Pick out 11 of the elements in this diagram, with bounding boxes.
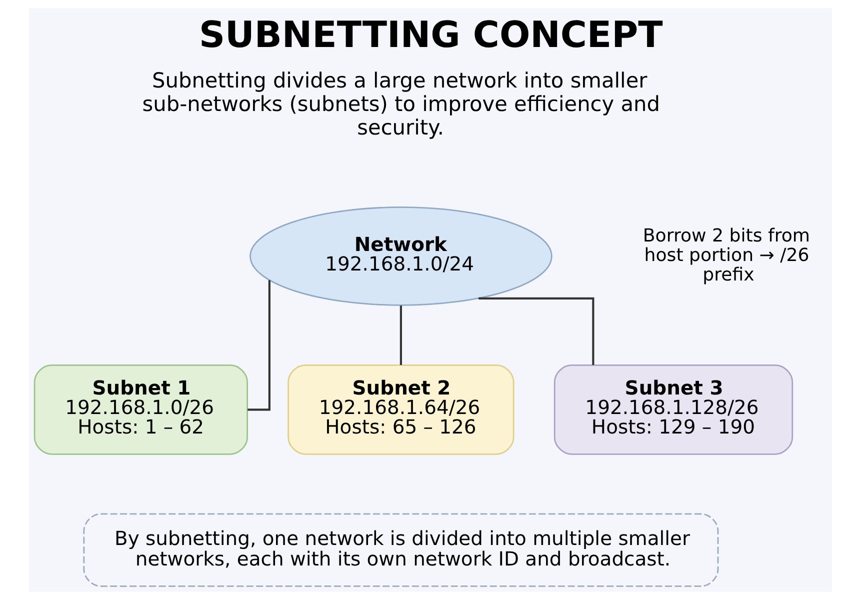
diagram-title: SUBNETTING CONCEPT (198, 12, 662, 56)
label: Subnetting divides a large network into smaller sub-networks (subnets) to improve efficiency and security. (142, 68, 660, 140)
label: Borrow 2 bits from host portion → /26 prefix (642, 225, 810, 286)
connector (247, 280, 270, 411)
node-box: Subnet 2 192.168.1.64/26 Hosts: 65 – 126 (287, 364, 514, 455)
connector (478, 297, 594, 366)
connector (399, 306, 402, 365)
node-ellipse: Network 192.168.1.0/24 (249, 206, 552, 306)
node-box: Subnet 3 192.168.1.128/26 Hosts: 129 – 190 (553, 364, 793, 455)
node-box: Subnet 1 192.168.1.0/26 Hosts: 1 – 62 (33, 364, 248, 455)
node-box: By subnetting, one network is divided into multiple smaller networks, each with its own network ID and broadcast. (82, 513, 718, 587)
